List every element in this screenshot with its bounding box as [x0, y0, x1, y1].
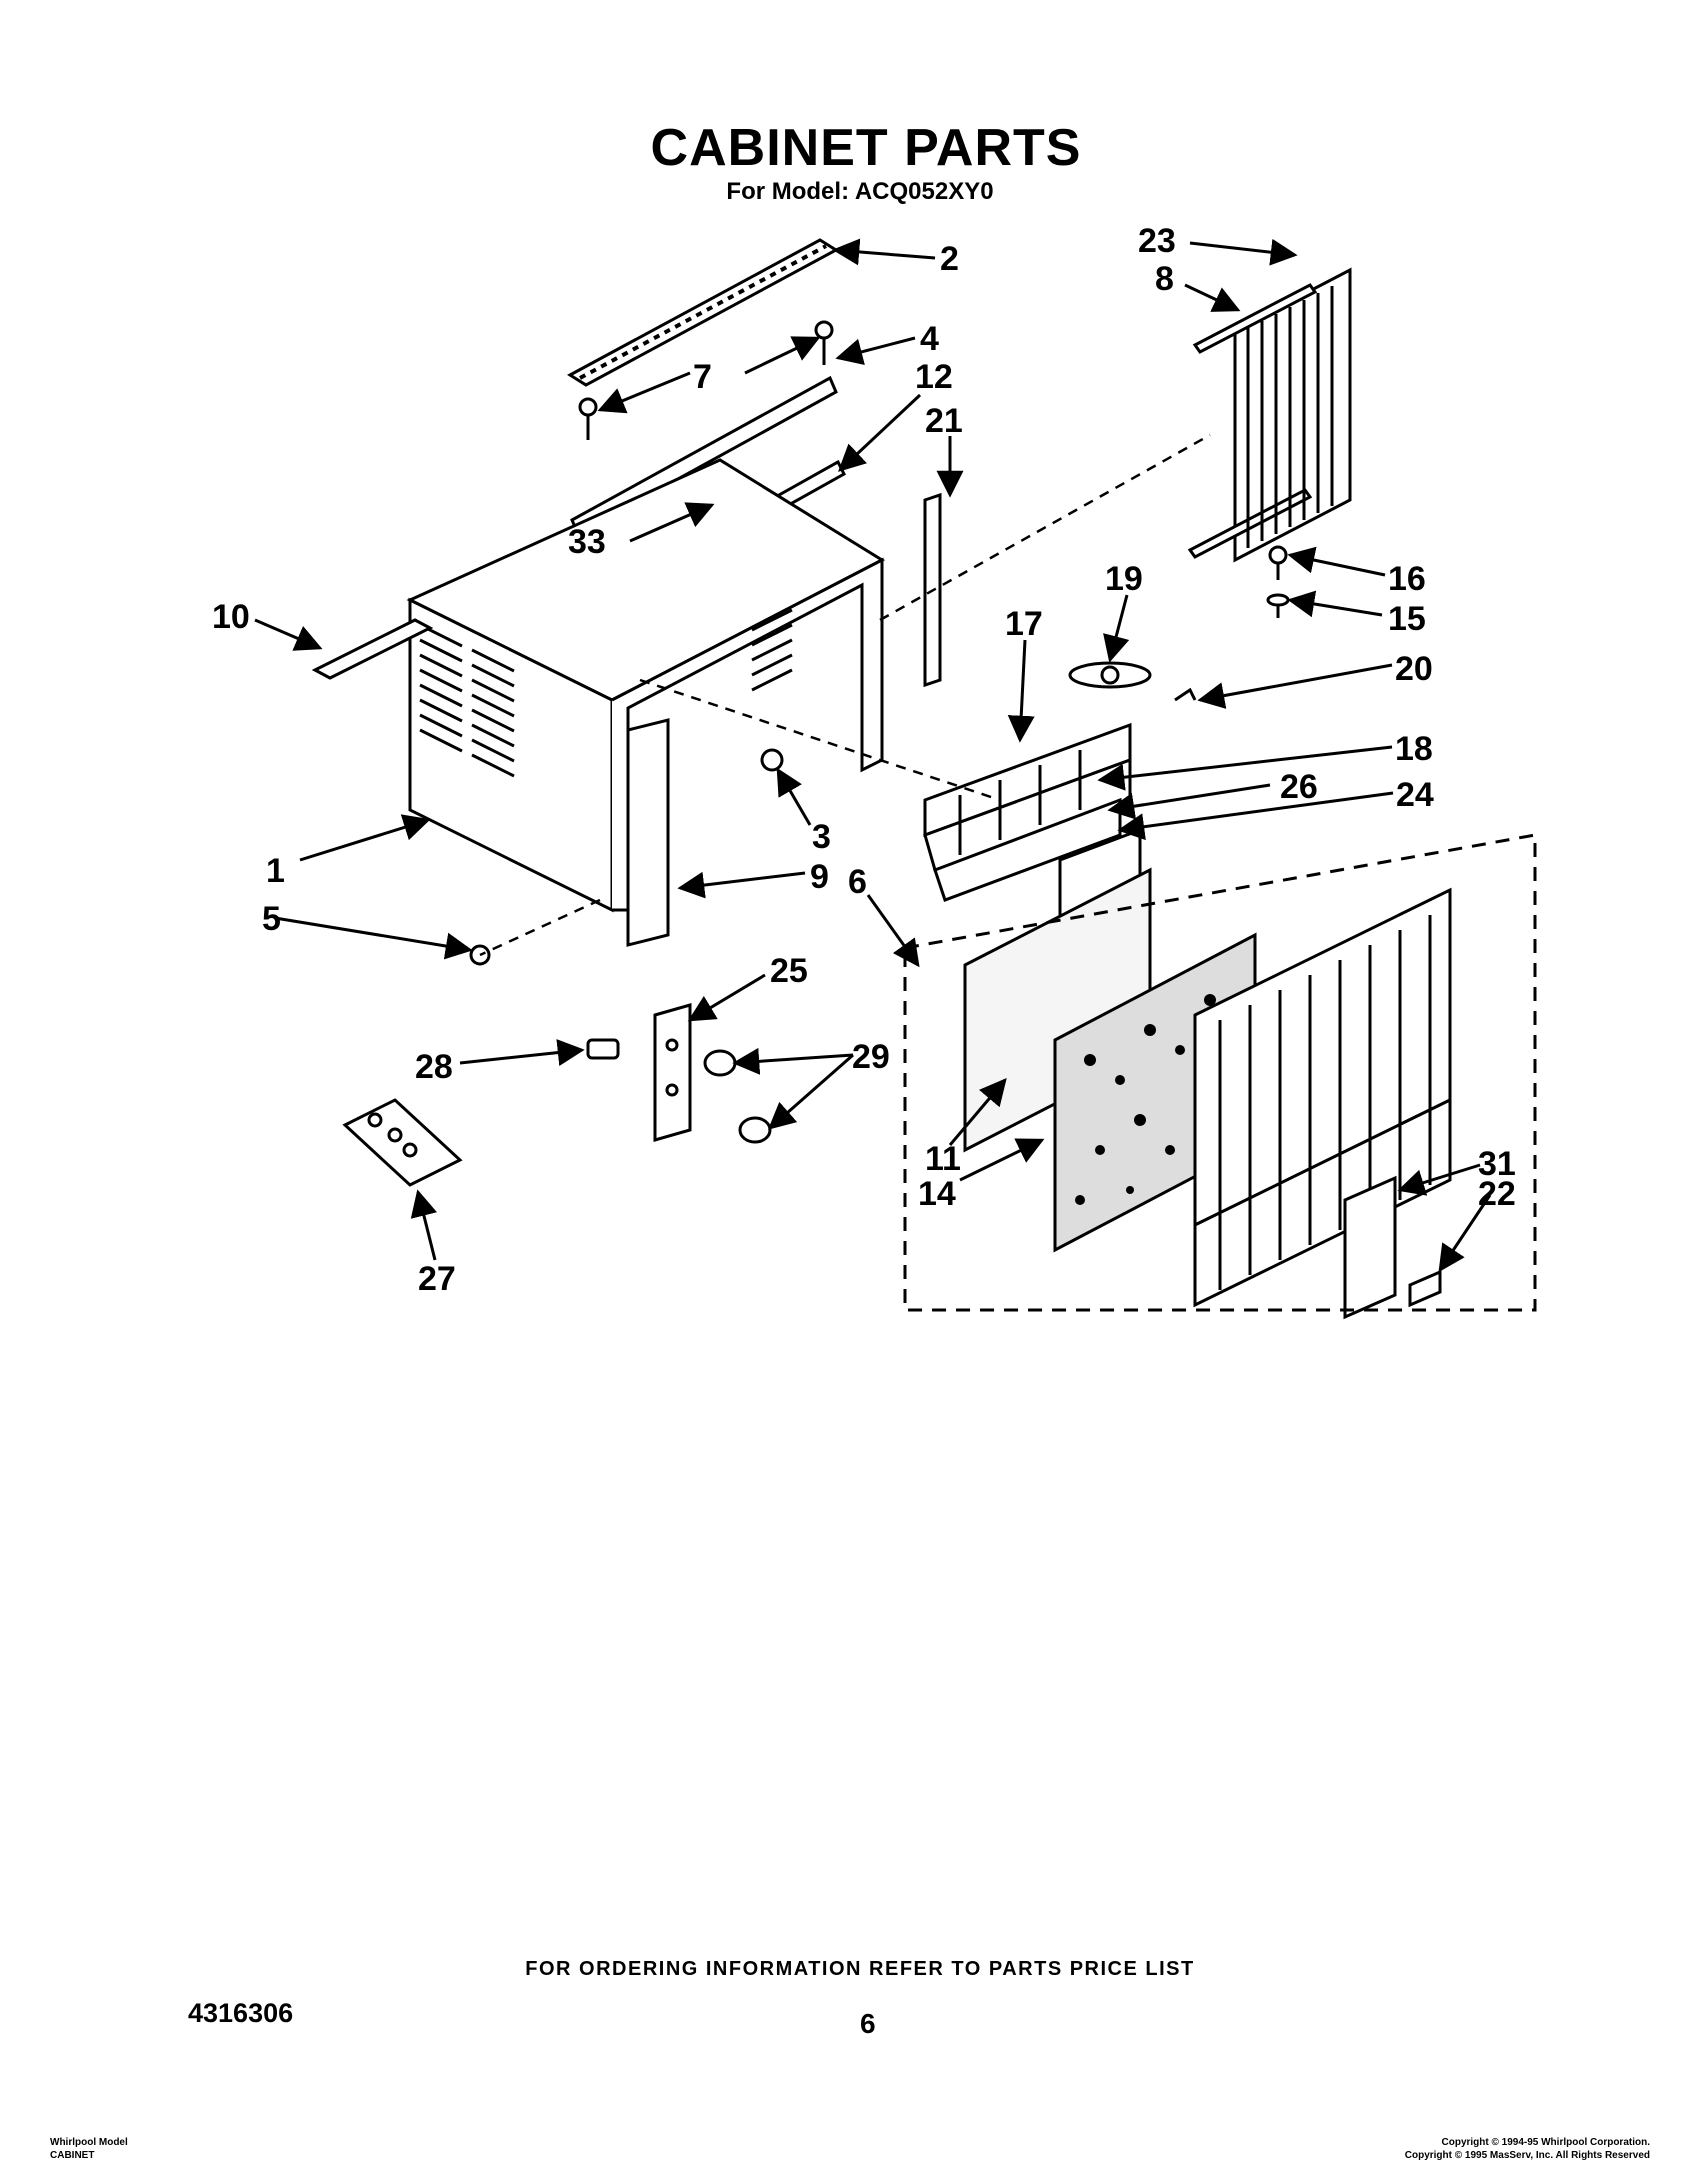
part-screw-7 — [578, 320, 834, 440]
leader-lines — [254, 238, 1492, 1273]
part-control-panel — [586, 1003, 772, 1144]
callout-25: 25 — [770, 952, 808, 990]
footer-left-line1: Whirlpool Model — [50, 2137, 128, 2148]
callout-labels: 2 23 8 4 7 12 21 33 10 16 15 19 17 20 18… — [212, 222, 1516, 1298]
callout-17: 17 — [1005, 605, 1043, 643]
callout-5: 5 — [262, 900, 281, 938]
alignment-lines — [479, 433, 1211, 957]
callout-29: 29 — [852, 1038, 890, 1076]
footer-right-line1: Copyright © 1994-95 Whirlpool Corporatio… — [1441, 2137, 1651, 2148]
assembly-enclosure — [903, 833, 1537, 1312]
callout-31: 31 — [1478, 1145, 1516, 1183]
callout-4: 4 — [920, 320, 939, 358]
part-vertical-seal-9 — [626, 718, 670, 947]
callout-16: 16 — [1388, 560, 1426, 598]
callout-1: 1 — [266, 852, 285, 890]
callout-6: 6 — [848, 863, 867, 901]
part-cabinet-shell — [406, 458, 886, 913]
ordering-note: FOR ORDERING INFORMATION REFER TO PARTS … — [525, 1958, 1195, 1980]
callout-12: 12 — [915, 358, 953, 396]
part-rear-grille-8 — [1187, 267, 1352, 563]
callout-18: 18 — [1395, 730, 1433, 768]
part-front-grille — [1193, 887, 1452, 1320]
footer-right-line2: Copyright © 1995 MasServ, Inc. All Right… — [1404, 2150, 1650, 2161]
part-screws-15-16 — [1266, 545, 1290, 618]
footer-left-line2: CABINET — [50, 2150, 95, 2161]
part-side-panel-10 — [311, 618, 434, 680]
callout-26: 26 — [1280, 768, 1318, 806]
callout-22: 22 — [1478, 1175, 1516, 1213]
callout-2: 2 — [940, 240, 959, 278]
part-mounting-bracket-27 — [342, 1098, 463, 1187]
callout-23: 23 — [1138, 222, 1176, 260]
callout-20: 20 — [1395, 650, 1433, 688]
callout-11: 11 — [925, 1140, 961, 1178]
callout-33: 33 — [568, 523, 606, 561]
callout-24: 24 — [1396, 776, 1434, 814]
footer-copyright: Copyright © 1994-95 Whirlpool Corporatio… — [1405, 2136, 1650, 2162]
footer-model-info: Whirlpool Model CABINET — [50, 2136, 128, 2162]
page-number: 6 — [860, 2008, 876, 2039]
callout-8: 8 — [1155, 260, 1174, 298]
callout-3: 3 — [812, 818, 831, 856]
callout-19: 19 — [1105, 560, 1143, 598]
callout-10: 10 — [212, 598, 250, 636]
model-subtitle: For Model: ACQ052XY0 — [726, 178, 994, 205]
page-title: CABINET PARTS — [650, 119, 1082, 177]
callout-14: 14 — [918, 1175, 956, 1213]
document-number: 4316306 — [188, 1998, 294, 2028]
callout-28: 28 — [415, 1048, 453, 1086]
callout-15: 15 — [1388, 600, 1426, 638]
callout-21: 21 — [925, 402, 963, 440]
callout-27: 27 — [418, 1260, 456, 1298]
callout-7: 7 — [693, 358, 712, 396]
callout-9: 9 — [810, 858, 829, 896]
